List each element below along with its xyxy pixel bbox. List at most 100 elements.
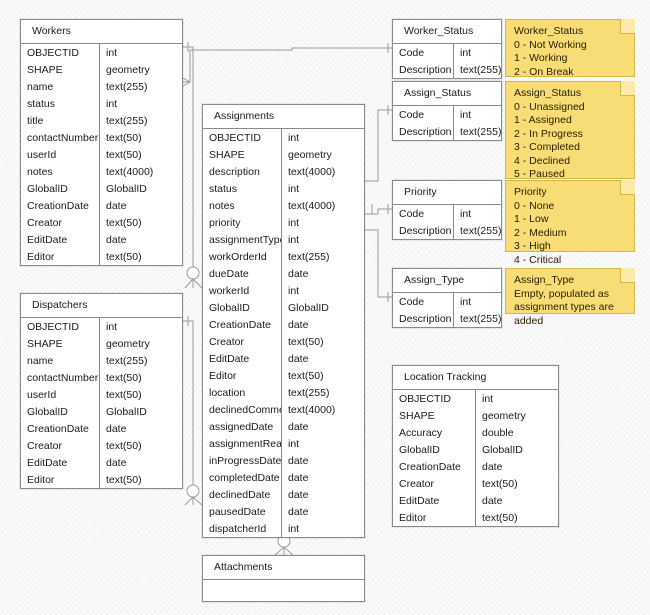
field-name: Creator	[393, 475, 476, 492]
field-type: geometry	[106, 63, 150, 76]
field-type: int	[106, 46, 118, 59]
field-type: int	[288, 182, 300, 195]
field-type: text(4000)	[288, 165, 336, 178]
field-name: Editor	[203, 367, 282, 384]
field-name: CreationDate	[393, 458, 476, 475]
entity-title: Assignments	[203, 105, 364, 129]
entity-title: Workers	[21, 20, 182, 44]
field-name: assignedDate	[203, 418, 282, 435]
entity-attachments[interactable]: Attachments	[202, 555, 365, 602]
field-name: EditDate	[203, 350, 282, 367]
field-type: text(50)	[106, 216, 142, 229]
field-type: geometry	[482, 409, 526, 422]
field-type: text(255)	[106, 354, 148, 367]
note-title: Assign_Type	[514, 274, 575, 286]
note-code-line: 4 - Critical	[514, 253, 562, 266]
field-type: text(50)	[106, 473, 142, 486]
field-type: date	[482, 460, 503, 473]
field-name: name	[21, 352, 100, 369]
relationship-assignments-assign-type	[365, 229, 392, 302]
field-type: text(50)	[106, 371, 142, 384]
relationship-dispatchers-assignments	[183, 316, 203, 506]
field-name: OBJECTID	[21, 44, 100, 61]
note-code-line: 3 - High	[514, 240, 551, 252]
field-type: int	[288, 216, 300, 229]
field-name: location	[203, 384, 282, 401]
field-name: OBJECTID	[393, 390, 476, 407]
field-name: CreationDate	[203, 316, 282, 333]
field-name: title	[21, 112, 100, 129]
field-name: SHAPE	[203, 146, 282, 163]
note-code-line: 2 - In Progress	[514, 127, 583, 140]
field-name: Creator	[21, 437, 100, 454]
field-name: dueDate	[203, 265, 282, 282]
field-name: CreationDate	[21, 420, 100, 437]
field-name: description	[203, 163, 282, 180]
note-code-line: 3 - Completed	[514, 141, 580, 153]
entity-title: Location Tracking	[393, 366, 558, 390]
field-type: GlobalID	[482, 443, 523, 456]
field-name: notes	[21, 163, 100, 180]
note-code-line: 0 - Unassigned	[514, 100, 585, 113]
note-fold-corner-icon	[620, 180, 635, 195]
field-type: int	[288, 284, 300, 297]
field-type: double	[482, 426, 514, 439]
field-type: text(50)	[482, 511, 518, 524]
field-name: dispatcherId	[203, 520, 282, 537]
field-type: date	[106, 199, 127, 212]
field-name: EditDate	[393, 492, 476, 509]
note-title: Assign_Status	[514, 87, 582, 99]
field-type: date	[106, 233, 127, 246]
field-name: assignmentRead	[203, 435, 282, 452]
field-type: text(50)	[106, 250, 142, 263]
field-name: Code	[393, 44, 454, 61]
entity-title: Assign_Status	[393, 82, 501, 106]
field-name: priority	[203, 214, 282, 231]
field-type: date	[288, 471, 309, 484]
field-type: int	[106, 97, 118, 110]
entity-empty-body	[203, 580, 364, 601]
field-name: Code	[393, 106, 454, 123]
field-name: Code	[393, 205, 454, 222]
note-fold-corner-icon	[620, 268, 635, 283]
field-name: OBJECTID	[203, 129, 282, 146]
